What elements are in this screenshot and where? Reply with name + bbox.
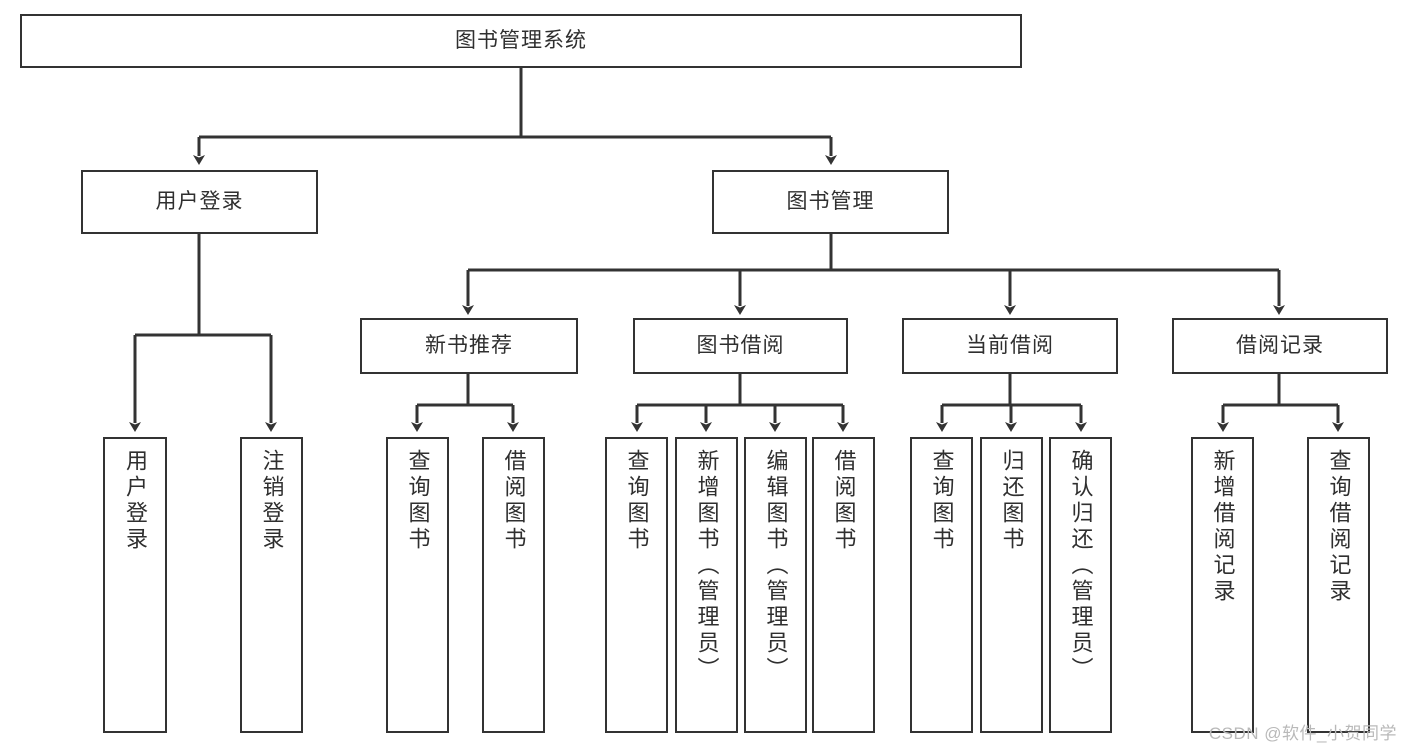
node-label: 借阅记录	[1236, 333, 1324, 357]
node-root-system[interactable]: 图书管理系统	[20, 14, 1022, 68]
leaf-current-confirm-return-admin[interactable]: 确认归还（管理员）	[1049, 437, 1112, 733]
node-label: 新书推荐	[425, 333, 513, 357]
leaf-user-login-logout[interactable]: 注销登录	[240, 437, 303, 733]
node-borrow-record[interactable]: 借阅记录	[1172, 318, 1388, 374]
node-label: 新增图书（管理员）	[694, 449, 720, 683]
node-label: 查询图书	[929, 449, 955, 553]
node-label: 查询图书	[624, 449, 650, 553]
node-label: 图书管理系统	[455, 28, 587, 52]
leaf-borrow-add-book-admin[interactable]: 新增图书（管理员）	[675, 437, 738, 733]
node-label: 借阅图书	[501, 449, 527, 553]
node-label: 图书管理	[786, 189, 875, 213]
node-label: 借阅图书	[831, 449, 857, 553]
node-label: 查询借阅记录	[1326, 449, 1352, 605]
node-book-borrow[interactable]: 图书借阅	[633, 318, 848, 374]
node-label: 当前借阅	[966, 333, 1054, 357]
node-label: 用户登录	[155, 189, 244, 213]
node-label: 注销登录	[259, 449, 285, 553]
leaf-borrow-edit-book-admin[interactable]: 编辑图书（管理员）	[744, 437, 807, 733]
leaf-borrow-query-book[interactable]: 查询图书	[605, 437, 668, 733]
node-label: 确认归还（管理员）	[1068, 449, 1094, 683]
node-label: 查询图书	[405, 449, 431, 553]
node-current-borrow[interactable]: 当前借阅	[902, 318, 1118, 374]
leaf-user-login-login[interactable]: 用户登录	[103, 437, 167, 733]
csdn-watermark: CSDN @软件_小贺同学	[1208, 724, 1397, 743]
node-label: 图书借阅	[696, 333, 785, 357]
leaf-new-book-query[interactable]: 查询图书	[386, 437, 449, 733]
node-user-login[interactable]: 用户登录	[81, 170, 318, 234]
leaf-record-add-record[interactable]: 新增借阅记录	[1191, 437, 1254, 733]
node-new-book-recommend[interactable]: 新书推荐	[360, 318, 578, 374]
node-label: 归还图书	[999, 449, 1025, 553]
node-label: 新增借阅记录	[1210, 449, 1236, 605]
leaf-borrow-borrow-book[interactable]: 借阅图书	[812, 437, 875, 733]
node-label: 用户登录	[123, 449, 148, 553]
node-book-management[interactable]: 图书管理	[712, 170, 949, 234]
leaf-record-query-record[interactable]: 查询借阅记录	[1307, 437, 1370, 733]
leaf-current-return-book[interactable]: 归还图书	[980, 437, 1043, 733]
leaf-new-book-borrow[interactable]: 借阅图书	[482, 437, 545, 733]
node-label: 编辑图书（管理员）	[763, 449, 789, 683]
leaf-current-query-book[interactable]: 查询图书	[910, 437, 973, 733]
